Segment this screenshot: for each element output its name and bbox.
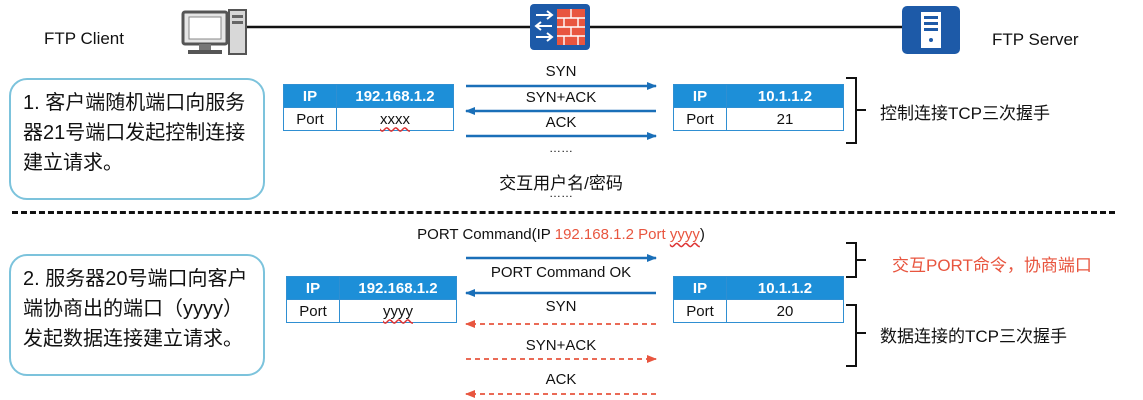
msg-synack-1: SYN+ACK (525, 89, 597, 106)
msg-user-pass: 交互用户名/密码 (499, 174, 623, 193)
control-note: 1. 客户端随机端口向服务器21号端口发起控制连接建立请求。 (9, 78, 265, 200)
ellipsis-1: …… (549, 141, 573, 155)
ip-value: 192.168.1.2 (336, 84, 454, 108)
port-cmd-port-value: yyyy (669, 226, 700, 243)
msg-syn-2: SYN (545, 298, 577, 315)
ftp-client-label: FTP Client (44, 29, 124, 48)
msg-ack-2: ACK (545, 371, 577, 388)
bracket-port-cmd (846, 242, 866, 278)
server-icon (902, 6, 960, 54)
control-bracket-label: 控制连接TCP三次握手 (880, 104, 1050, 123)
ip-value: 10.1.1.2 (726, 84, 844, 108)
port-key: Port (283, 107, 337, 131)
port-key: Port (673, 299, 727, 323)
port-key: Port (673, 107, 727, 131)
port-cmd-port-word: Port (633, 226, 670, 243)
port-value: 20 (726, 299, 844, 323)
firewall-icon (530, 4, 590, 50)
data-bracket-label: 数据连接的TCP三次握手 (880, 327, 1067, 346)
section-divider (12, 211, 1115, 214)
ip-key: IP (286, 276, 340, 300)
port-value: yyyy (383, 302, 413, 320)
port-key: Port (286, 299, 340, 323)
msg-ack-1: ACK (545, 114, 577, 131)
port-value: xxxx (380, 110, 410, 128)
ftp-server-label: FTP Server (992, 30, 1079, 49)
msg-port-command: PORT Command(IP 192.168.1.2 Port yyyy) (417, 226, 705, 243)
port-cmd-suffix: ) (699, 226, 705, 243)
ellipsis-2: …… (549, 186, 573, 200)
bracket-data (846, 304, 866, 367)
msg-synack-2: SYN+ACK (525, 337, 597, 354)
data-note: 2. 服务器20号端口向客户端协商出的端口（yyyy）发起数据连接建立请求。 (9, 254, 265, 376)
port-cmd-bracket-label: 交互PORT命令，协商端口 (892, 256, 1092, 275)
ip-key: IP (673, 84, 727, 108)
ip-value: 10.1.1.2 (726, 276, 844, 300)
msg-port-ok: PORT Command OK (490, 264, 632, 281)
ip-key: IP (673, 276, 727, 300)
port-value: 21 (726, 107, 844, 131)
port-cmd-prefix: PORT Command(IP (417, 226, 555, 243)
ip-key: IP (283, 84, 337, 108)
ip-value: 192.168.1.2 (339, 276, 457, 300)
port-cmd-ip: 192.168.1.2 (554, 226, 634, 243)
msg-syn-1: SYN (545, 63, 577, 80)
computer-icon (181, 9, 247, 55)
bracket-control (846, 77, 866, 144)
